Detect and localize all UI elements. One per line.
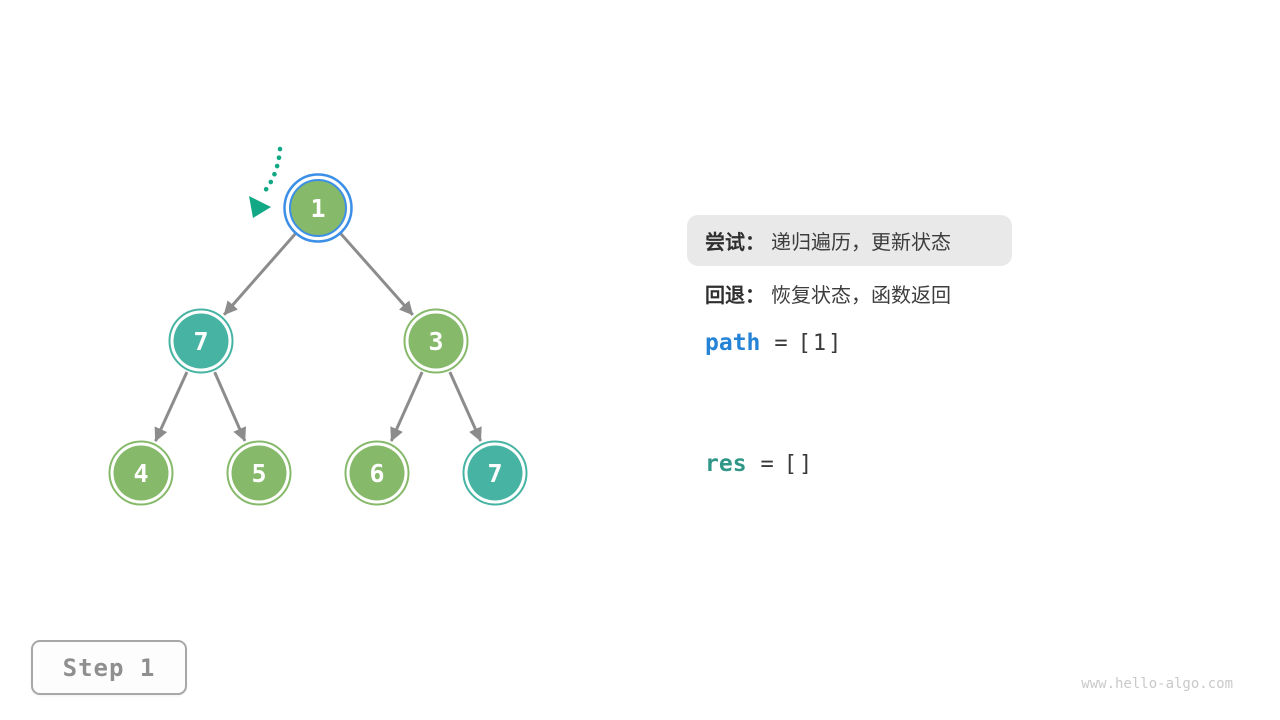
backtrack-step-line: 回退： 恢复状态，函数返回 [705, 279, 951, 307]
tree-node-value: 1 [310, 194, 325, 223]
path-equals-sign: = [774, 330, 788, 356]
binary-tree-diagram: 1 7 3 4 5 6 7 [108, 146, 528, 506]
tree-node-7: 7 [462, 440, 528, 506]
tree-node-5: 5 [226, 440, 292, 506]
tree-node-3: 3 [403, 308, 469, 374]
path-value: [1] [797, 330, 844, 356]
tree-node-value: 5 [251, 459, 266, 488]
pointer-arrowhead-icon [249, 196, 271, 218]
res-equals-sign: = [760, 451, 774, 477]
backtrack-label: 回退： [705, 284, 765, 307]
tree-node-value: 7 [487, 459, 502, 488]
tree-node-1-active: 1 [283, 173, 353, 243]
tree-node-value: 7 [193, 327, 208, 356]
tree-node-6: 6 [344, 440, 410, 506]
res-value: [] [783, 451, 815, 477]
path-variable-line: path = [1] [705, 328, 843, 358]
tree-edge-n1-n3 [339, 232, 414, 316]
tree-edges [154, 232, 483, 442]
tree-node-value: 6 [369, 459, 384, 488]
step-counter-badge: Step 1 [31, 640, 187, 695]
site-watermark: www.hello-algo.com [1081, 676, 1233, 692]
tree-node-value: 4 [133, 459, 148, 488]
path-variable-name: path [705, 330, 761, 356]
res-variable-line: res = [] [705, 449, 814, 479]
try-label: 尝试： [705, 232, 765, 254]
tree-edge-n3-n7r [448, 371, 483, 442]
pointer-dotted-trail [261, 146, 283, 195]
res-variable-name: res [705, 451, 747, 477]
tree-edge-n1-n7l [222, 232, 297, 316]
tree-node-7: 7 [168, 308, 234, 374]
tree-edge-n7l-n5 [213, 371, 247, 442]
tree-node-value: 3 [428, 327, 443, 356]
backtrack-text: 恢复状态，函数返回 [771, 284, 951, 307]
tree-edge-n7l-n4 [154, 371, 189, 442]
traversal-pointer-arrow [249, 146, 283, 218]
try-text: 递归遍历，更新状态 [771, 232, 951, 254]
tree-node-4: 4 [108, 440, 174, 506]
try-step-highlight: 尝试： 递归遍历，更新状态 [687, 215, 1012, 266]
tree-edge-n3-n6 [389, 371, 424, 442]
step-counter-label: Step 1 [62, 653, 156, 682]
